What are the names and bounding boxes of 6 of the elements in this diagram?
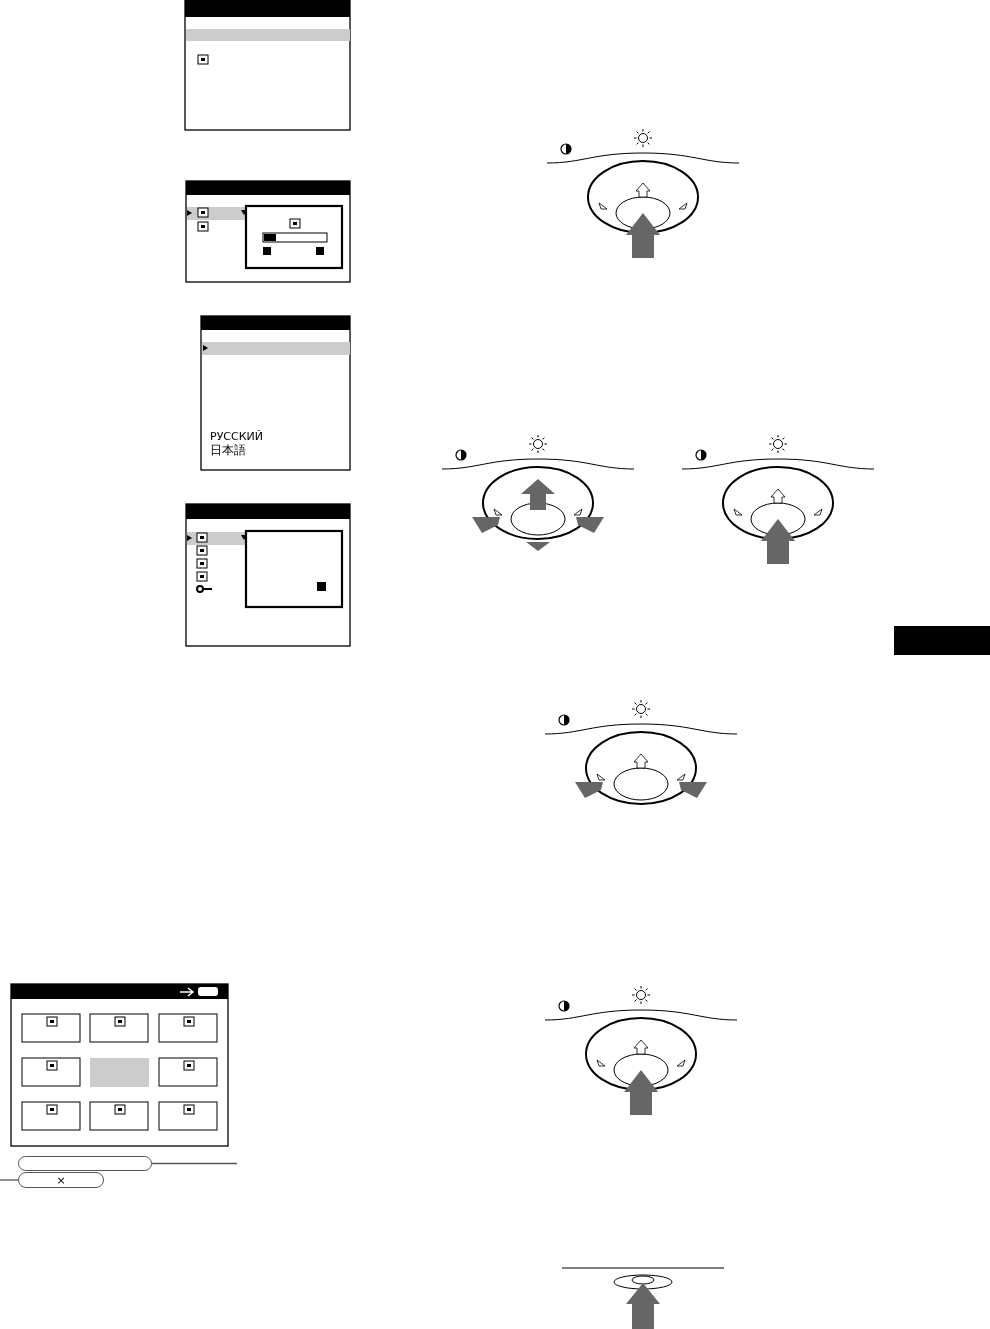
leader-line: [151, 1162, 238, 1165]
language-option: 日本語: [210, 444, 246, 456]
language-option: РУССКИЙ: [210, 431, 263, 443]
empty-button: [18, 1156, 152, 1171]
leader-line: [0, 1179, 19, 1181]
menu-button: ×: [18, 1172, 104, 1188]
